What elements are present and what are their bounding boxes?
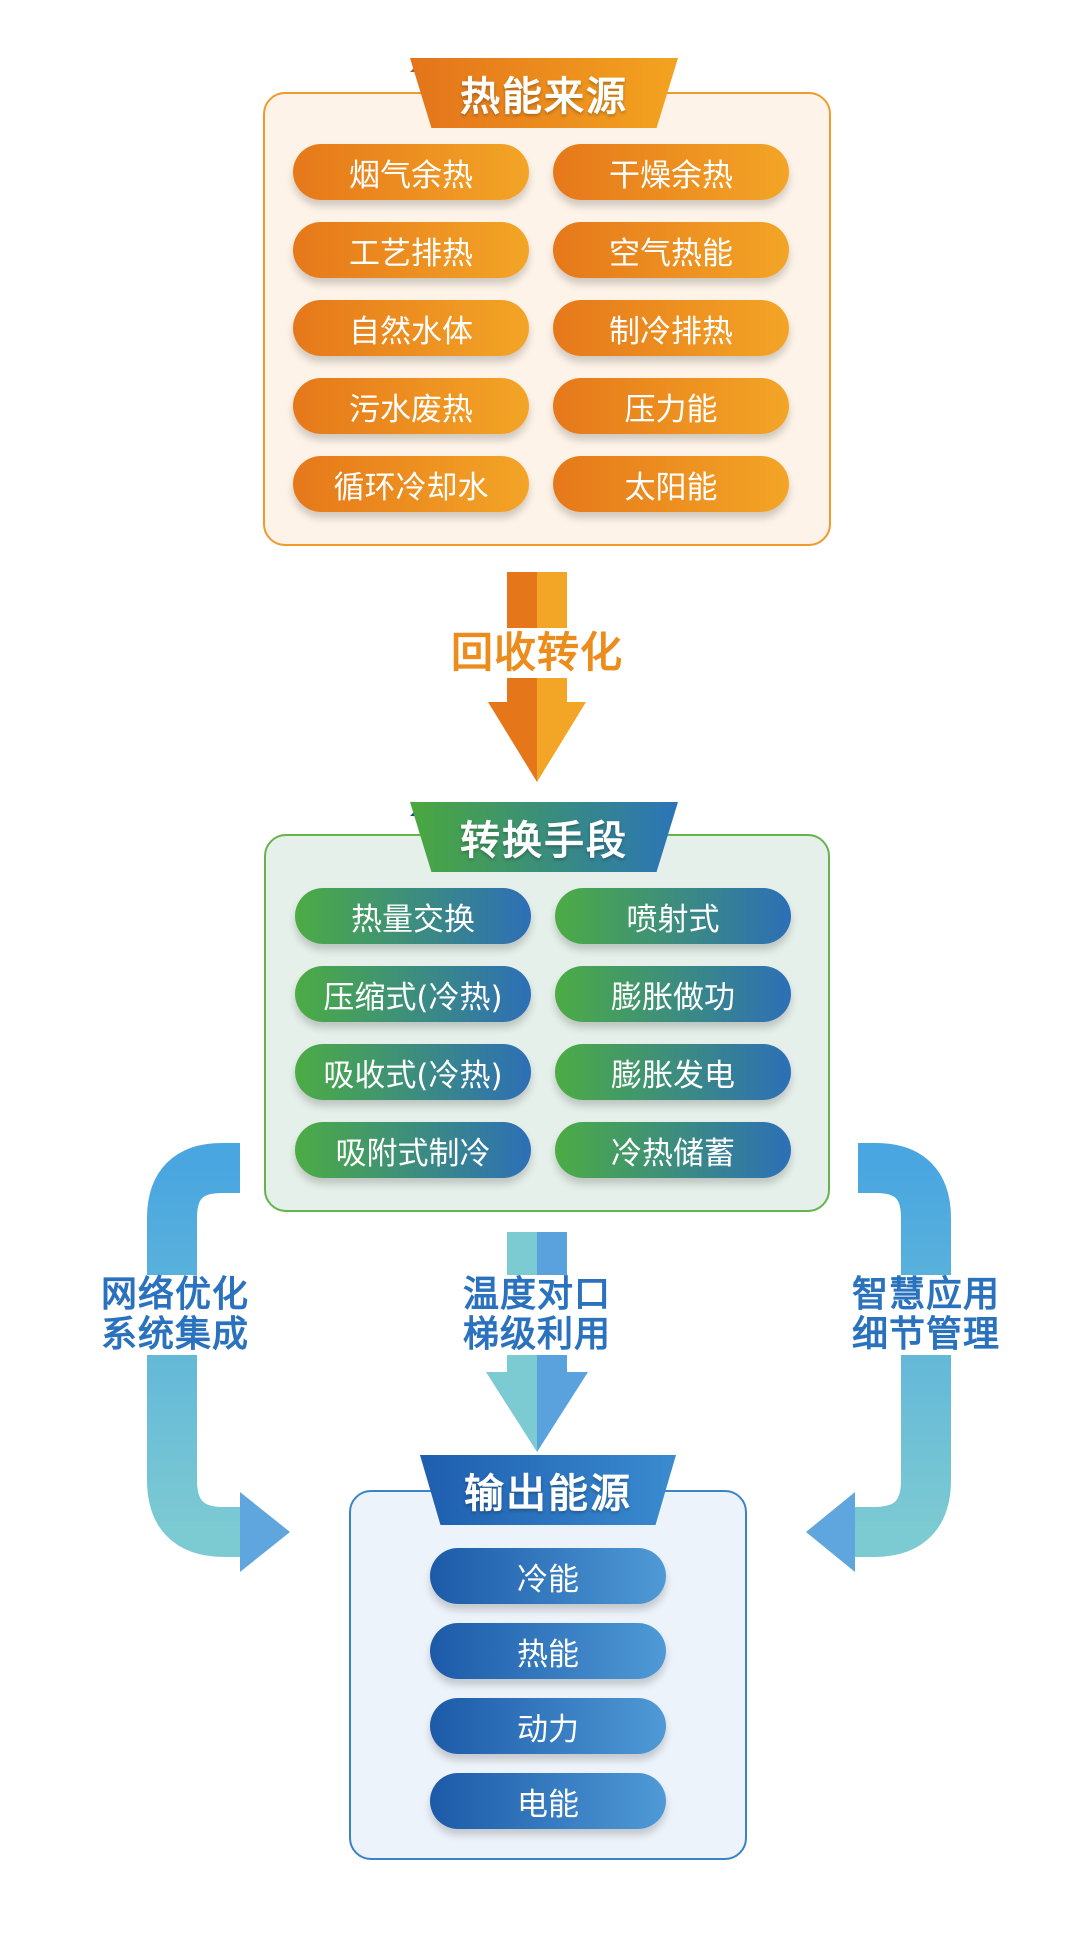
left-curve-arrow	[147, 1143, 290, 1572]
heat-source-item: 烟气余热	[293, 144, 529, 200]
flow-center-label: 温度对口 梯级利用	[460, 1275, 614, 1355]
flow-right-line1: 智慧应用	[851, 1274, 1000, 1315]
heat-source-item: 污水废热	[293, 378, 529, 434]
conversion-item: 压缩式(冷热)	[295, 966, 531, 1022]
right-curve-arrow	[806, 1143, 951, 1572]
heat-source-item: 循环冷却水	[293, 456, 529, 512]
conversion-item: 喷射式	[555, 888, 791, 944]
conversion-title: 转换手段	[410, 802, 678, 872]
flow-right-label: 智慧应用 细节管理	[848, 1275, 1004, 1355]
flow-left-line2: 系统集成	[100, 1314, 249, 1355]
heat-source-item: 空气热能	[553, 222, 789, 278]
output-item: 冷能	[430, 1548, 666, 1604]
heat-source-item: 工艺排热	[293, 222, 529, 278]
conversion-item: 膨胀发电	[555, 1044, 791, 1100]
heat-source-item: 干燥余热	[553, 144, 789, 200]
heat-source-item: 制冷排热	[553, 300, 789, 356]
heat-source-item: 太阳能	[553, 456, 789, 512]
heat-source-item: 压力能	[553, 378, 789, 434]
conversion-item: 热量交换	[295, 888, 531, 944]
flow-center-line2: 梯级利用	[462, 1314, 611, 1355]
conversion-item: 膨胀做功	[555, 966, 791, 1022]
flow-left-line1: 网络优化	[100, 1274, 249, 1315]
conversion-item: 吸收式(冷热)	[295, 1044, 531, 1100]
output-title: 输出能源	[420, 1455, 676, 1525]
flow-left-label: 网络优化 系统集成	[100, 1275, 250, 1355]
heat-source-item: 自然水体	[293, 300, 529, 356]
output-item: 电能	[430, 1773, 666, 1829]
recover-label: 回收转化	[440, 628, 634, 678]
conversion-item: 冷热储蓄	[555, 1122, 791, 1178]
conversion-item: 吸附式制冷	[295, 1122, 531, 1178]
flow-center-line1: 温度对口	[462, 1274, 611, 1315]
flow-right-line2: 细节管理	[851, 1314, 1000, 1355]
output-item: 热能	[430, 1623, 666, 1679]
output-item: 动力	[430, 1698, 666, 1754]
heat-sources-title: 热能来源	[410, 58, 678, 128]
